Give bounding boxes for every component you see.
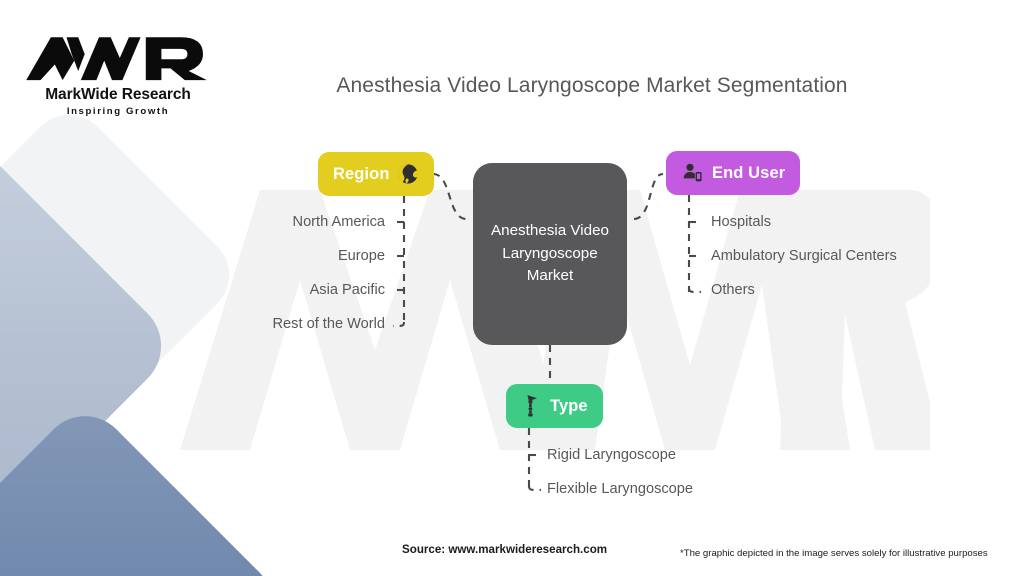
brand-logo: MarkWide Research Inspiring Growth [18,32,218,117]
globe-icon [397,163,419,185]
page-title: Anesthesia Video Laryngoscope Market Seg… [336,74,848,97]
mwr-monogram-icon [25,37,207,81]
leaf-region-3: Rest of the World [272,316,385,332]
leaf-region-0: North America [292,214,385,230]
brand-name: MarkWide Research [45,86,191,103]
branch-badge-end-user[interactable]: End User [666,151,801,195]
laryngoscope-icon [521,394,543,418]
leaf-end-user-1: Ambulatory Surgical Centers [711,248,897,264]
decorative-square-ghost [0,98,246,452]
branch-badge-region[interactable]: Region [318,152,434,196]
center-node: Anesthesia Video Laryngoscope Market [473,163,627,345]
leaf-region-2: Asia Pacific [309,282,385,298]
branch-badge-type[interactable]: Type [506,384,603,428]
user-device-icon [681,161,705,185]
decorative-square-dark [0,397,291,576]
branch-badge-type-label: Type [550,396,588,415]
branch-badge-region-label: Region [333,164,390,183]
leaf-type-0: Rigid Laryngoscope [547,447,676,463]
source-note: Source: www.markwideresearch.com [402,543,608,556]
decorative-square-light [0,133,181,559]
branch-badge-end-user-label: End User [712,163,786,182]
leaf-region-1: Europe [337,248,385,264]
leaf-end-user-0: Hospitals [711,214,772,230]
brand-tagline: Inspiring Growth [66,106,170,117]
leaf-end-user-2: Others [711,282,755,298]
disclaimer-note: *The graphic depicted in the image serve… [680,548,988,559]
leaf-type-1: Flexible Laryngoscope [547,481,694,497]
center-node-label: Anesthesia Video Laryngoscope Market [491,222,609,285]
